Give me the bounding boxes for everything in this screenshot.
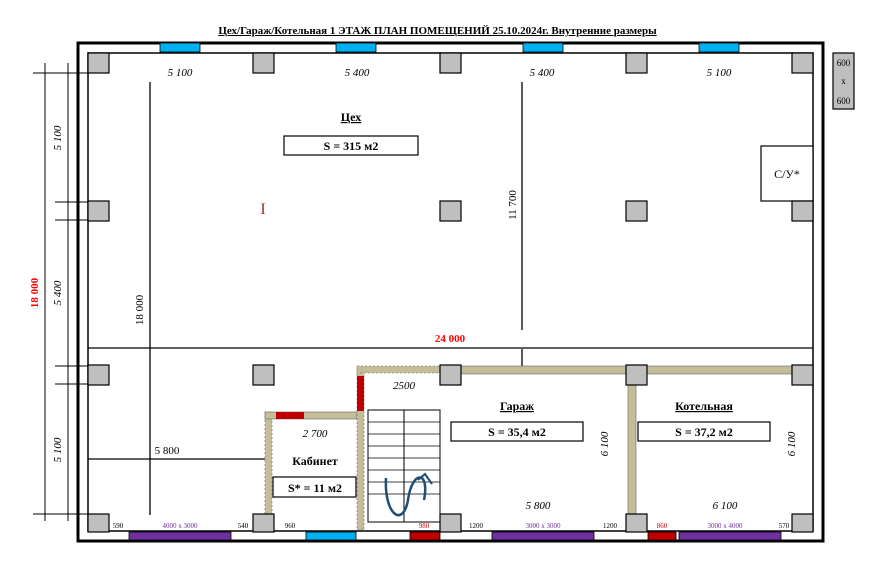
column bbox=[87, 200, 110, 222]
column bbox=[252, 364, 275, 386]
dim-6100-boiler-width: 6 100 bbox=[713, 500, 738, 512]
office-door bbox=[276, 412, 304, 419]
boiler-name: Котельная bbox=[675, 399, 733, 413]
column bbox=[625, 513, 648, 533]
bottom-label: 570 bbox=[779, 522, 790, 530]
office-left-partition bbox=[264, 411, 273, 521]
top-span-dim: 5 400 bbox=[530, 67, 555, 79]
bottom-label: 860 bbox=[657, 522, 668, 530]
bottom-gate bbox=[128, 531, 232, 541]
column bbox=[625, 52, 648, 74]
column-legend-line: x bbox=[841, 76, 846, 86]
stair-arrow bbox=[384, 476, 427, 517]
column bbox=[87, 513, 110, 533]
bottom-label: 980 bbox=[419, 522, 430, 530]
top-window bbox=[335, 42, 377, 53]
columns bbox=[87, 52, 814, 533]
wc-room bbox=[760, 145, 814, 202]
bottom-label: 590 bbox=[113, 522, 124, 530]
column-legend-line: 600 bbox=[837, 58, 851, 68]
stair-door bbox=[357, 376, 364, 411]
bottom-window bbox=[305, 531, 357, 541]
top-span-dim: 5 400 bbox=[345, 67, 370, 79]
crane-symbol: I bbox=[260, 201, 265, 218]
garage-name: Гараж bbox=[500, 399, 534, 413]
dim-5800-left: 5 800 bbox=[155, 445, 180, 457]
bottom-gate bbox=[678, 531, 782, 541]
column bbox=[87, 52, 110, 74]
column bbox=[252, 513, 275, 533]
garage-area: S = 35,4 м2 bbox=[488, 425, 546, 439]
dim-18000-inner: 18 000 bbox=[134, 294, 146, 325]
office-name: Кабинет bbox=[292, 454, 338, 468]
garage-area-box bbox=[450, 421, 584, 442]
overall-width-dim: 24 000 bbox=[435, 333, 466, 345]
left-span-dim: 5 100 bbox=[52, 437, 64, 462]
bottom-label: 3000 х 3000 bbox=[526, 522, 562, 530]
bottom-label: 4000 х 3000 bbox=[163, 522, 199, 530]
bottom-label: 1200 bbox=[469, 522, 484, 530]
top-window bbox=[698, 42, 740, 53]
column bbox=[625, 364, 648, 386]
column-legend-line: 600 bbox=[837, 96, 851, 106]
left-span-dim: 5 100 bbox=[52, 125, 64, 150]
stair-arrow-head bbox=[417, 472, 433, 485]
bottom-door bbox=[647, 531, 677, 541]
stair-left-partition bbox=[356, 365, 365, 531]
top-span-dim: 5 100 bbox=[168, 67, 193, 79]
overall-height-dim: 18 000 bbox=[29, 277, 41, 308]
boiler-area: S = 37,2 м2 bbox=[675, 425, 733, 439]
outer-wall bbox=[76, 41, 825, 543]
boiler-area-box bbox=[637, 421, 771, 442]
bottom-label: 1200 bbox=[603, 522, 618, 530]
plan-title: Цех/Гараж/Котельная 1 ЭТАЖ ПЛАН ПОМЕЩЕНИ… bbox=[218, 25, 657, 37]
column bbox=[439, 513, 462, 533]
workshop-area: S = 315 м2 bbox=[324, 139, 379, 153]
left-span-dim: 5 400 bbox=[52, 280, 64, 305]
top-window bbox=[522, 42, 564, 53]
top-span-dim: 5 100 bbox=[707, 67, 732, 79]
column bbox=[791, 200, 814, 222]
dim-6100-boiler: 6 100 bbox=[786, 431, 798, 456]
column-legend-box bbox=[832, 52, 855, 110]
bottom-label: 3000 х 4000 bbox=[708, 522, 744, 530]
dim-5800-garage: 5 800 bbox=[526, 500, 551, 512]
workshop-name: Цех bbox=[341, 110, 361, 124]
column bbox=[439, 364, 462, 386]
wc-name: С/У* bbox=[774, 167, 800, 181]
top-window bbox=[159, 42, 201, 53]
column bbox=[791, 52, 814, 74]
column bbox=[791, 513, 814, 533]
bottom-gate bbox=[491, 531, 595, 541]
workshop-area-box bbox=[283, 135, 419, 156]
office-area: S* = 11 м2 bbox=[288, 481, 342, 495]
stair-top-partition bbox=[356, 365, 451, 374]
staircase bbox=[367, 409, 441, 523]
dim-2500: 2500 bbox=[393, 380, 416, 392]
bottom-label: 540 bbox=[238, 522, 249, 530]
boiler-left-partition bbox=[627, 373, 637, 521]
column bbox=[625, 200, 648, 222]
column bbox=[252, 52, 275, 74]
dim-2700: 2 700 bbox=[303, 428, 328, 440]
column bbox=[791, 364, 814, 386]
column bbox=[439, 200, 462, 222]
bottom-door bbox=[409, 531, 441, 541]
dim-6100-garage: 6 100 bbox=[599, 431, 611, 456]
column bbox=[87, 364, 110, 386]
dim-11700: 11 700 bbox=[507, 190, 519, 220]
bottom-label: 960 bbox=[285, 522, 296, 530]
office-area-box bbox=[272, 476, 357, 498]
column bbox=[439, 52, 462, 74]
